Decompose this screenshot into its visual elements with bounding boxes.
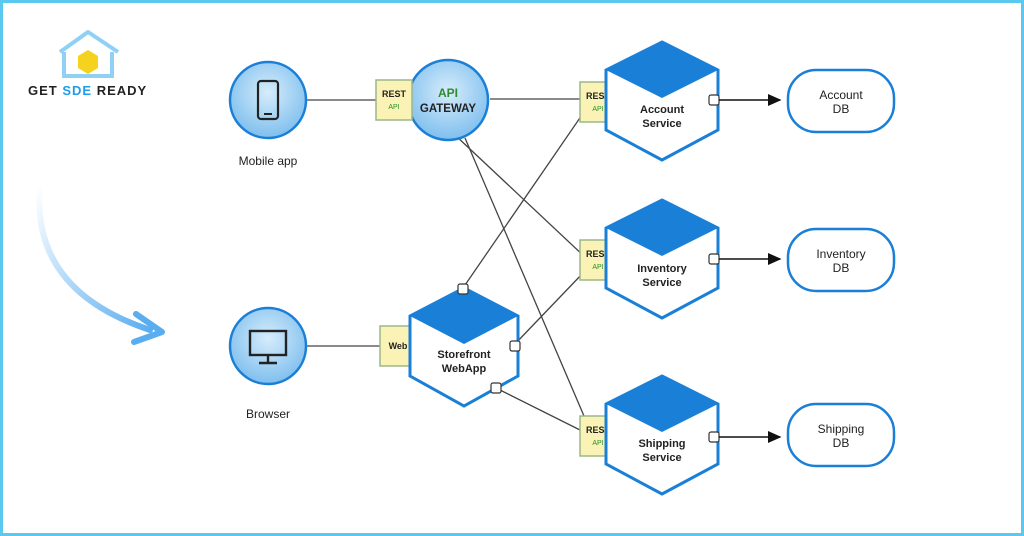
svg-text:REST: REST bbox=[586, 91, 611, 101]
brand-name: GET SDE READY bbox=[28, 83, 147, 98]
shipping-service-node[interactable]: Shipping Service bbox=[604, 374, 720, 496]
gateway-label-api: API bbox=[438, 86, 458, 100]
account-service-node[interactable]: Account Service bbox=[604, 40, 720, 162]
line-gateway-shipping bbox=[464, 137, 591, 431]
line-gateway-inventory bbox=[454, 134, 587, 259]
svg-text:Account: Account bbox=[819, 88, 863, 102]
svg-text:Storefront: Storefront bbox=[437, 349, 491, 361]
port-connectors bbox=[457, 94, 720, 443]
svg-text:Service: Service bbox=[642, 277, 681, 289]
svg-text:Inventory: Inventory bbox=[816, 247, 865, 261]
svg-text:Shipping: Shipping bbox=[818, 422, 865, 436]
svg-text:Shipping: Shipping bbox=[638, 438, 685, 450]
svg-text:Account: Account bbox=[640, 104, 684, 116]
svg-text:REST: REST bbox=[586, 249, 611, 259]
mobile-app-label: Mobile app bbox=[239, 154, 298, 168]
browser-node[interactable]: Browser bbox=[228, 306, 308, 421]
svg-text:DB: DB bbox=[833, 261, 850, 275]
mobile-phone-icon bbox=[256, 79, 280, 121]
svg-text:API: API bbox=[592, 264, 603, 271]
house-body-icon bbox=[62, 52, 114, 78]
api-gateway-node[interactable]: API GATEWAY bbox=[406, 58, 490, 142]
svg-text:DB: DB bbox=[833, 102, 850, 116]
storefront-webapp-node[interactable]: Storefront WebApp bbox=[408, 286, 520, 408]
svg-text:API: API bbox=[388, 104, 399, 111]
db-arrows bbox=[719, 94, 782, 443]
rest-badge-gateway: REST API bbox=[375, 79, 413, 121]
svg-text:Service: Service bbox=[642, 118, 681, 130]
house-roof-icon bbox=[58, 30, 120, 54]
brand-logo: GET SDE READY bbox=[28, 30, 147, 98]
line-storefront-inventory bbox=[513, 271, 585, 346]
connection-lines bbox=[306, 98, 591, 433]
line-storefront-account bbox=[462, 111, 585, 289]
svg-text:API: API bbox=[592, 440, 603, 447]
svg-text:Web: Web bbox=[389, 341, 408, 351]
svg-text:REST: REST bbox=[586, 425, 611, 435]
svg-text:REST: REST bbox=[382, 89, 407, 99]
line-storefront-shipping bbox=[495, 387, 585, 433]
account-db-node[interactable]: Account DB bbox=[786, 68, 896, 134]
gateway-label: GATEWAY bbox=[420, 103, 477, 115]
curved-arrow-icon bbox=[36, 182, 165, 345]
shipping-db-node[interactable]: Shipping DB bbox=[786, 402, 896, 468]
mobile-app-node[interactable]: Mobile app bbox=[228, 60, 308, 168]
svg-text:API: API bbox=[592, 106, 603, 113]
hexagon-logo-icon bbox=[78, 50, 98, 74]
svg-text:Inventory: Inventory bbox=[637, 263, 687, 275]
svg-text:WebApp: WebApp bbox=[442, 363, 487, 375]
browser-label: Browser bbox=[246, 407, 290, 421]
svg-text:Service: Service bbox=[642, 452, 681, 464]
inventory-db-node[interactable]: Inventory DB bbox=[786, 227, 896, 293]
svg-text:DB: DB bbox=[833, 436, 850, 450]
inventory-service-node[interactable]: Inventory Service bbox=[604, 198, 720, 320]
monitor-icon bbox=[248, 329, 288, 365]
